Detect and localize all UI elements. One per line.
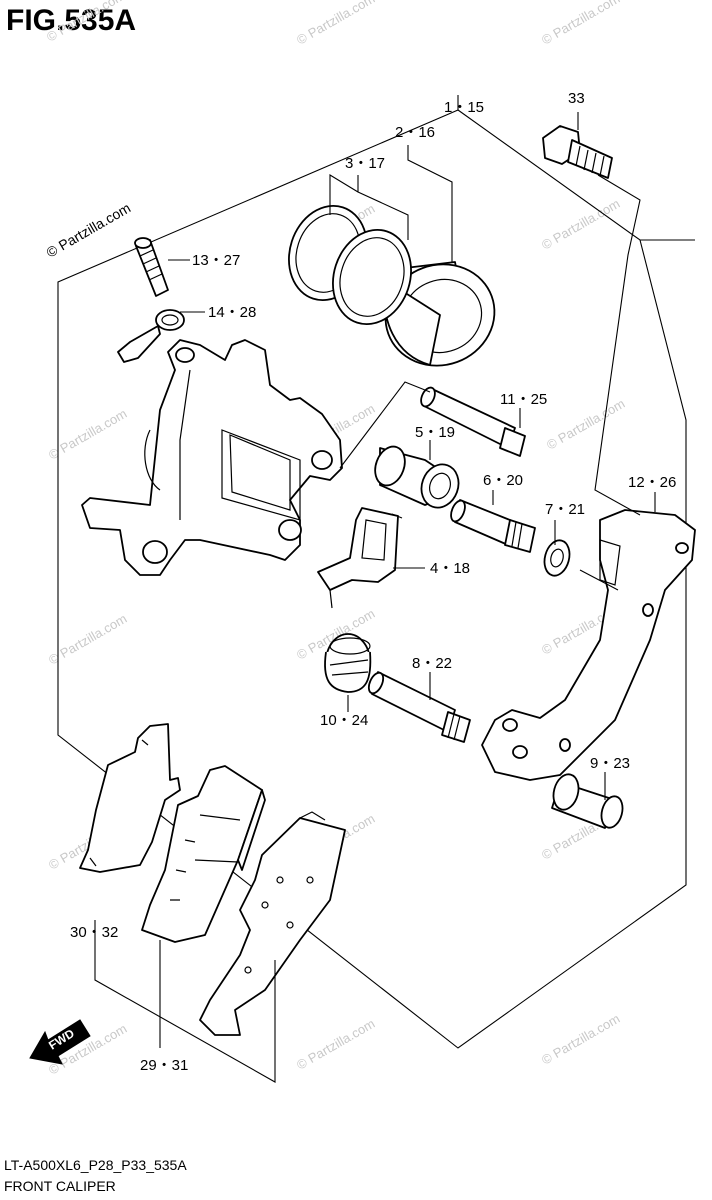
callout-10-24: 10・24 (320, 712, 368, 729)
callout-6-20: 6・20 (483, 472, 523, 489)
callout-30-32: 30・32 (70, 924, 118, 941)
assembly-frame (57, 109, 695, 1049)
slide-pin-6 (450, 499, 536, 553)
boot-5 (374, 445, 460, 509)
callout-4-18: 4・18 (430, 560, 470, 577)
watermark: © Partzilla.com (539, 0, 622, 48)
watermark: © Partzilla.com (294, 0, 377, 48)
sleeve (551, 773, 624, 829)
washer (543, 539, 571, 577)
callout-29-31: 29・31 (140, 1057, 188, 1074)
watermark: © Partzilla.com (544, 396, 627, 453)
bleeder-cap (117, 309, 185, 363)
bolt-33 (542, 125, 613, 179)
brake-pad-inner (141, 765, 266, 943)
boot-10 (324, 633, 372, 693)
callout-8-22: 8・22 (412, 655, 452, 672)
callout-14-28: 14・28 (208, 304, 256, 321)
slide-pin-11 (420, 386, 526, 457)
callout-12-26: 12・26 (628, 474, 676, 491)
callout-9-23: 9・23 (590, 755, 630, 772)
watermark: © Partzilla.com (44, 0, 127, 45)
callout-5-19: 5・19 (415, 424, 455, 441)
watermark: © Partzilla.com (539, 196, 622, 253)
bleeder-screw (134, 237, 169, 297)
figure-caption: FRONT CALIPER (4, 1178, 116, 1194)
callout-33: 33 (568, 90, 585, 107)
watermark-logo-icon: © Partzilla.com (44, 200, 134, 261)
watermark: © Partzilla.com (539, 1011, 622, 1068)
pad-spring (317, 507, 403, 609)
callout-labels: 1・15 2・16 3・17 33 13・27 14・28 11・25 5・19… (70, 90, 676, 1074)
callout-11-25: 11・25 (500, 391, 547, 408)
callout-3-17: 3・17 (345, 155, 385, 172)
caliper-body (81, 339, 343, 576)
callout-1-15: 1・15 (444, 99, 484, 116)
callout-2-16: 2・16 (395, 124, 435, 141)
watermark: © Partzilla.com (294, 1016, 377, 1073)
pad-shim (199, 811, 346, 1036)
slide-pin-8 (367, 671, 471, 743)
piston (383, 261, 496, 367)
figure-title: FIG.535A (6, 4, 137, 37)
model-code: LT-A500XL6_P28_P33_535A (4, 1157, 187, 1173)
dust-seal (332, 228, 412, 326)
callout-13-27: 13・27 (192, 252, 240, 269)
callout-7-21: 7・21 (545, 501, 585, 518)
brake-pad-outer (79, 723, 181, 873)
leader-lines (94, 112, 656, 1083)
caliper-bracket (481, 509, 696, 781)
